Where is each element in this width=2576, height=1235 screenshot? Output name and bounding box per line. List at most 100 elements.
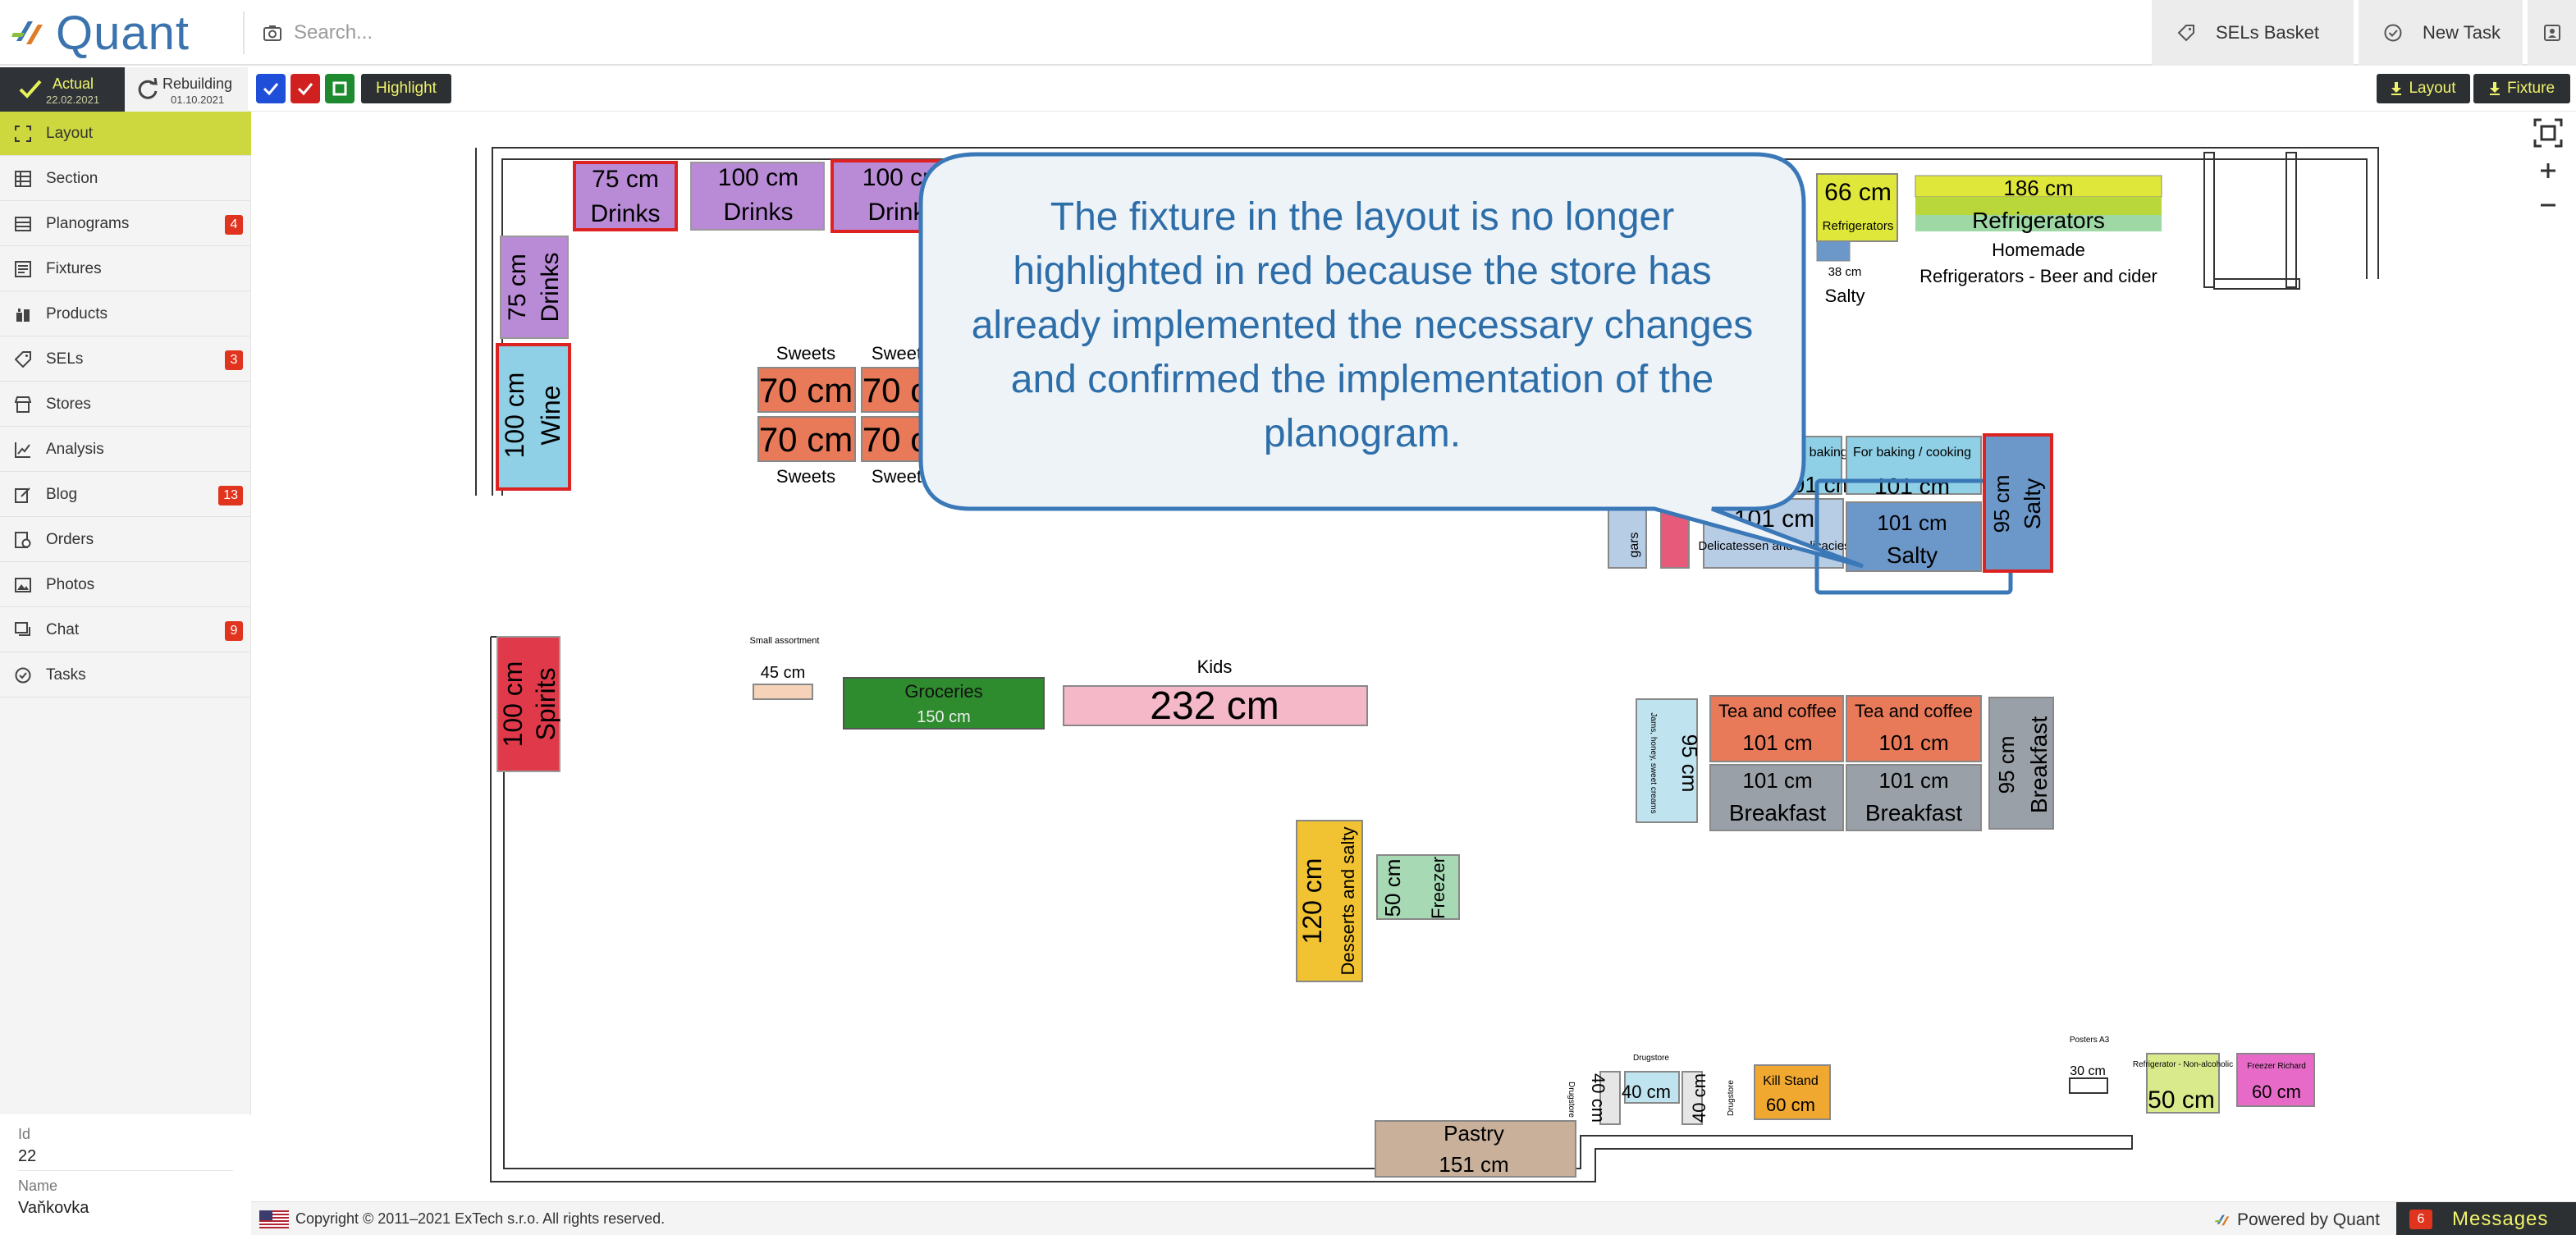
fixture-kill-stand[interactable]: Kill Stand 60 cm — [1754, 1064, 1831, 1120]
fixture-kids[interactable]: Kids 232 cm — [1063, 656, 1368, 728]
powered-by-text: Powered by Quant — [2237, 1210, 2380, 1229]
svg-text:gars: gars — [1627, 532, 1641, 557]
fixture-jams-95[interactable]: Jams, honey, sweet creams 95 cm — [1636, 698, 1702, 823]
svg-text:60 cm: 60 cm — [1766, 1095, 1815, 1115]
sels-badge: 3 — [225, 350, 243, 370]
fixture-spirits[interactable]: 100 cm Spirits — [496, 636, 560, 772]
app-logo[interactable]: Quant — [10, 6, 190, 60]
fixture-salty-95[interactable]: 95 cm Salty — [1983, 433, 2053, 573]
svg-text:40 cm: 40 cm — [1588, 1073, 1608, 1123]
sidebar-item-label: Tasks — [46, 666, 86, 684]
fixture-freezer-richard[interactable]: Freezer Richard 60 cm — [2236, 1053, 2315, 1107]
camera-icon[interactable] — [263, 23, 282, 43]
download-layout-button[interactable]: Layout — [2377, 74, 2470, 103]
callout-bubble — [918, 152, 1864, 569]
svg-text:Wine: Wine — [536, 386, 565, 446]
svg-text:Drinks: Drinks — [723, 199, 793, 226]
sidebar-item-orders[interactable]: Orders — [0, 518, 251, 562]
svg-text:Freezer: Freezer — [1428, 857, 1448, 919]
svg-text:66 cm: 66 cm — [1824, 179, 1892, 206]
fixture-tea-2[interactable]: Tea and coffee 101 cm — [1846, 695, 1982, 762]
svg-text:Jams, honey, sweet creams: Jams, honey, sweet creams — [1649, 712, 1658, 813]
fixture-desserts[interactable]: 120 cm Desserts and salty — [1296, 820, 1363, 982]
minus-icon — [2541, 204, 2555, 207]
version-rebuilding[interactable]: Rebuilding 01.10.2021 — [125, 67, 248, 112]
fixture-drugstore[interactable]: Drugstore 40 cm Drugstore 40 cm 40 cm Dr… — [1567, 1054, 1736, 1125]
zoom-out-button[interactable] — [2532, 189, 2565, 222]
plus-icon — [2541, 163, 2555, 178]
chat-icon — [15, 622, 30, 636]
us-flag-icon[interactable] — [259, 1210, 289, 1228]
svg-text:Salty: Salty — [1887, 542, 1938, 568]
sidebar-item-sels[interactable]: SELs 3 — [0, 337, 251, 382]
sidebar-item-fixtures[interactable]: Fixtures — [0, 247, 251, 291]
download-icon — [2489, 82, 2500, 95]
svg-text:70 cm: 70 cm — [759, 420, 853, 459]
fixture-tea-1[interactable]: Tea and coffee 101 cm — [1709, 695, 1844, 762]
messages-badge: 6 — [2409, 1209, 2432, 1229]
fixture-small-assortment[interactable]: Small assortment 45 cm — [750, 636, 820, 700]
fixture-pastry[interactable]: Pastry 151 cm — [1375, 1120, 1576, 1178]
zoom-in-button[interactable] — [2532, 154, 2565, 187]
quant-logo-icon — [11, 21, 43, 44]
fixture-salty-101[interactable]: 101 cm Salty — [1814, 478, 2013, 595]
sidebar-item-planograms[interactable]: Planograms 4 — [0, 202, 251, 246]
svg-text:232 cm: 232 cm — [1150, 684, 1279, 728]
search-input[interactable]: Search... — [294, 21, 373, 43]
svg-text:Breakfast: Breakfast — [1865, 800, 1962, 826]
highlight-button[interactable]: Highlight — [361, 74, 451, 103]
download-layout-label: Layout — [2409, 80, 2456, 97]
svg-text:Drinks: Drinks — [590, 200, 660, 227]
powered-by[interactable]: Powered by Quant — [2214, 1210, 2380, 1230]
fixture-fridge-non-alcoholic[interactable]: Refrigerator - Non-alcoholic 50 cm — [2133, 1053, 2233, 1114]
svg-text:Desserts and salty: Desserts and salty — [1338, 827, 1358, 976]
fixture-breakfast-95[interactable]: 95 cm Breakfast — [1988, 697, 2054, 830]
filter-red-checkbox[interactable] — [291, 74, 320, 103]
layout-icon — [15, 126, 31, 142]
new-task-button[interactable]: New Task — [2359, 0, 2523, 66]
version-actual[interactable]: Actual 22.02.2021 — [0, 67, 125, 112]
fit-screen-button[interactable] — [2532, 117, 2565, 149]
sidebar-item-photos[interactable]: Photos — [0, 563, 251, 607]
layout-canvas[interactable]: 75 cm Drinks 100 cm Drinks 100 cm Drinks… — [251, 112, 2576, 1201]
store-floorplan[interactable]: 75 cm Drinks 100 cm Drinks 100 cm Drinks… — [251, 112, 2576, 1201]
fixture-posters[interactable]: Posters A3 30 cm — [2069, 1036, 2110, 1094]
sidebar-item-chat[interactable]: Chat 9 — [0, 608, 251, 652]
sidebar-item-stores[interactable]: Stores — [0, 382, 251, 427]
svg-text:Refrigerator - Non-alcoholic: Refrigerator - Non-alcoholic — [2133, 1060, 2233, 1069]
filter-green-checkbox[interactable] — [325, 74, 355, 103]
messages-button[interactable]: 6 Messages — [2396, 1202, 2576, 1235]
tag-icon — [2176, 23, 2196, 43]
svg-text:Tea and coffee: Tea and coffee — [1718, 701, 1837, 721]
svg-text:Groceries: Groceries — [904, 681, 982, 702]
sidebar-item-section[interactable]: Section — [0, 157, 251, 201]
fixture-refrigerators-66[interactable]: 66 cm Refrigerators 38 cm Salty — [1816, 173, 1898, 306]
user-button[interactable] — [2528, 0, 2576, 66]
sidebar-item-blog[interactable]: Blog 13 — [0, 473, 251, 517]
toolbar: Actual 22.02.2021 Rebuilding 01.10.2021 … — [0, 67, 2576, 112]
fixture-refrigerators-186[interactable]: 186 cm Refrigerators Homemade Refrigerat… — [1915, 175, 2162, 286]
fixture-freezer-small[interactable]: 50 cm Freezer — [1376, 854, 1460, 920]
sels-basket-button[interactable]: SELs Basket — [2152, 0, 2354, 66]
store-meta: Id — [0, 1114, 251, 1235]
sidebar-item-analysis[interactable]: Analysis — [0, 428, 251, 472]
fixture-groceries[interactable]: Groceries 150 cm — [843, 677, 1045, 730]
sidebar-item-tasks[interactable]: Tasks — [0, 653, 251, 698]
filter-blue-checkbox[interactable] — [256, 74, 286, 103]
fixture-drinks-100-a[interactable]: 100 cm Drinks — [690, 162, 825, 231]
fixture-breakfast-2[interactable]: 101 cm Breakfast — [1846, 764, 1982, 831]
svg-text:40 cm: 40 cm — [1622, 1082, 1671, 1102]
fixture-drinks-75[interactable]: 75 cm Drinks — [573, 161, 678, 231]
download-fixture-button[interactable]: Fixture — [2473, 74, 2570, 103]
fixture-drinks-left[interactable]: 75 cm Drinks — [500, 236, 569, 339]
fixture-wine[interactable]: 100 cm Wine — [496, 343, 571, 491]
sidebar-item-layout[interactable]: Layout — [0, 112, 251, 156]
app-name: Quant — [56, 6, 190, 60]
search-box[interactable]: Search... — [263, 15, 373, 51]
sidebar-item-products[interactable]: Products — [0, 292, 251, 336]
fixture-baking-2[interactable]: For baking / cooking 101 cm — [1846, 436, 1982, 499]
svg-text:45 cm: 45 cm — [761, 664, 805, 682]
fixture-breakfast-1[interactable]: 101 cm Breakfast — [1709, 764, 1844, 831]
tasks-icon — [15, 667, 31, 684]
quant-logo-icon — [2214, 1214, 2230, 1226]
